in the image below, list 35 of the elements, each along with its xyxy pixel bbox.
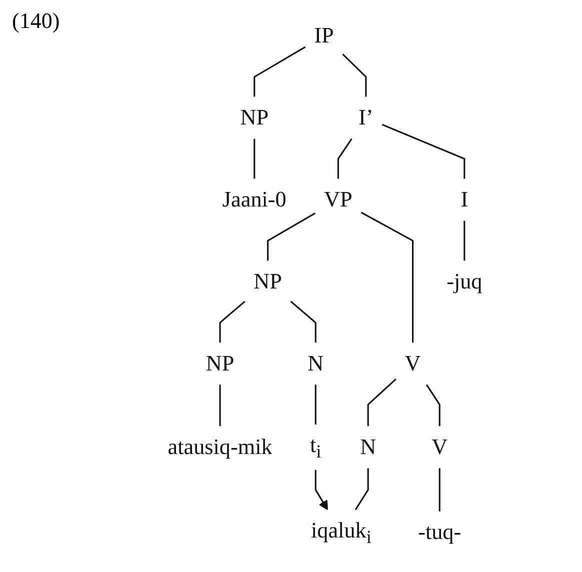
node-text: -tuq- — [418, 520, 462, 545]
connector — [337, 138, 352, 179]
connector — [438, 468, 440, 512]
connector — [360, 212, 414, 343]
connector — [464, 220, 466, 261]
connector — [254, 138, 256, 179]
connector — [219, 384, 221, 426]
node-text: V — [404, 351, 421, 376]
connector — [426, 384, 440, 426]
node-text: iqaluk$_{i}$ — [311, 518, 372, 548]
node-text: I — [460, 188, 468, 212]
connector — [342, 54, 367, 97]
connector — [254, 46, 306, 97]
node-text: Jaani-0 — [222, 188, 286, 212]
node-text: VP — [324, 188, 352, 212]
connector — [267, 212, 316, 261]
node-text: t$_{i}$ — [310, 433, 322, 462]
connector — [314, 384, 316, 424]
node-text: NP — [240, 106, 269, 130]
node-text: I’ — [358, 106, 374, 130]
node-text: NP — [206, 351, 234, 376]
node-text: atausiq-mik — [168, 435, 272, 460]
node-text: N — [360, 435, 376, 460]
connector — [382, 124, 466, 179]
node-text: N — [308, 351, 324, 376]
node-text: -juq — [446, 270, 482, 294]
connector — [290, 300, 316, 343]
connector — [367, 378, 396, 426]
connector — [354, 468, 369, 510]
arrow — [314, 470, 328, 510]
node-text: NP — [254, 270, 282, 294]
node-text: IP — [314, 24, 334, 48]
node-text: V — [432, 435, 448, 460]
example-number: (140) — [12, 8, 60, 34]
connector — [219, 300, 246, 343]
